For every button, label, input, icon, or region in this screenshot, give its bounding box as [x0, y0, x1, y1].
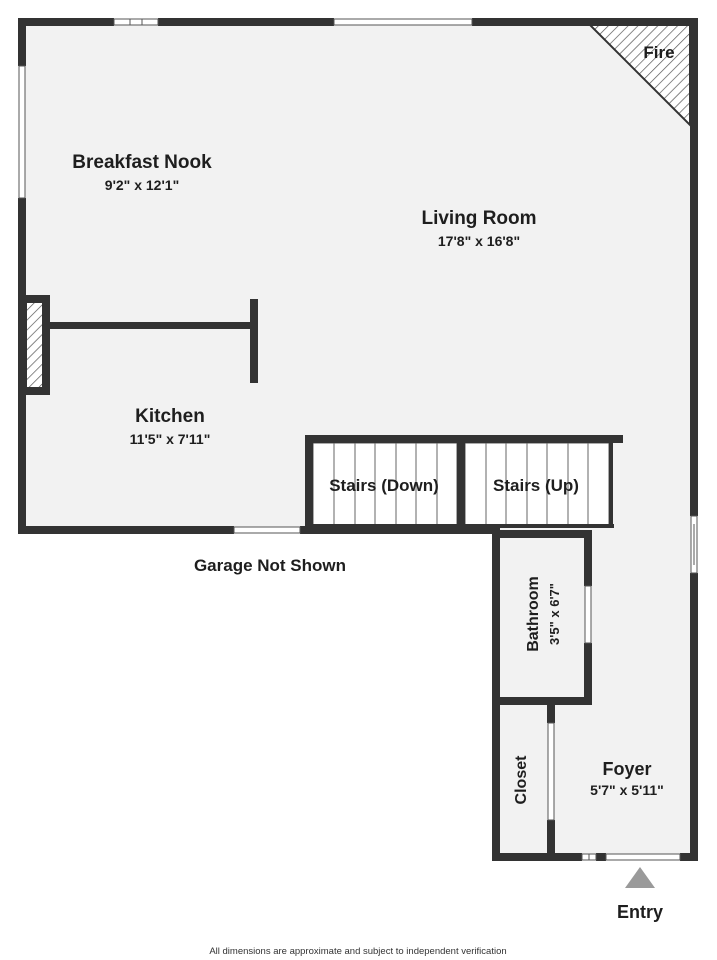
- entry-arrow-icon: [625, 867, 655, 888]
- windows: [18, 18, 698, 861]
- entry-label: Entry: [617, 902, 663, 922]
- stairs-down-treads: [312, 442, 458, 526]
- foyer-dims: 5'7" x 5'11": [590, 782, 664, 798]
- kitchen-cabinet-block: [25, 299, 44, 391]
- closet-name: Closet: [513, 755, 530, 805]
- fireplace-label: Fire: [643, 43, 674, 62]
- kitchen-dims: 11'5" x 7'11": [130, 431, 211, 447]
- garage-label: Garage Not Shown: [194, 556, 346, 575]
- walls: [18, 18, 698, 861]
- kitchen-name: Kitchen: [135, 406, 205, 427]
- bathroom-dims: 3'5" x 6'7": [547, 583, 562, 645]
- living-room-dims: 17'8" x 16'8": [438, 233, 520, 249]
- breakfast-nook-dims: 9'2" x 12'1": [105, 177, 179, 193]
- stairs-up-label: Stairs (Up): [493, 476, 579, 495]
- breakfast-nook-name: Breakfast Nook: [72, 152, 212, 173]
- foyer-name: Foyer: [602, 759, 651, 779]
- bathroom-name: Bathroom: [525, 576, 542, 652]
- disclaimer: All dimensions are approximate and subje…: [209, 946, 506, 957]
- stairs-down-label: Stairs (Down): [329, 476, 439, 495]
- living-room-name: Living Room: [421, 208, 536, 229]
